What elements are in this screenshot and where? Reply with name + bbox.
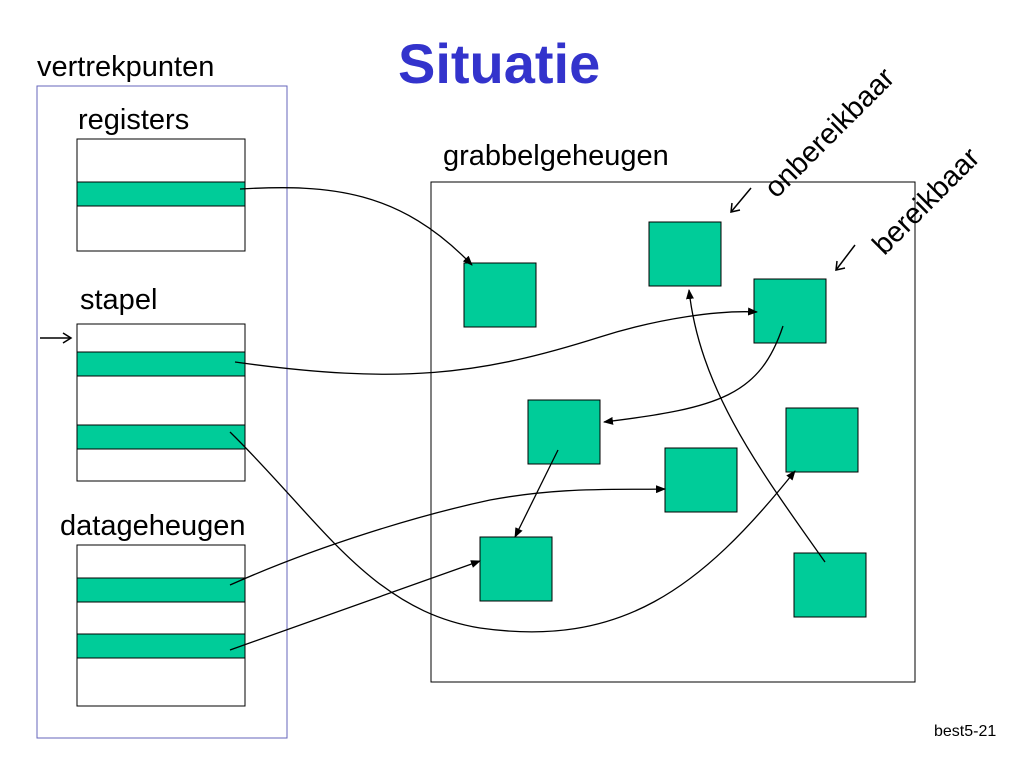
pointer-stack2-to-e bbox=[229, 431, 796, 633]
heap-object-e bbox=[785, 407, 859, 473]
data-slot-1 bbox=[76, 577, 246, 603]
data-memory-box bbox=[76, 544, 246, 707]
heap-object-a bbox=[463, 262, 537, 328]
data-slot-2 bbox=[76, 633, 246, 659]
heap-frame bbox=[430, 181, 916, 683]
roots-frame bbox=[36, 85, 288, 739]
heap-object-b bbox=[648, 221, 722, 287]
page-title: Situatie bbox=[398, 32, 601, 95]
right-arrow-icon bbox=[40, 332, 73, 344]
heap-object-f bbox=[664, 447, 738, 513]
left-down-arrow-icon bbox=[730, 187, 752, 213]
pointer-h-to-b bbox=[686, 289, 826, 563]
registers-box bbox=[76, 138, 246, 252]
slide-number: best5-21 bbox=[934, 723, 997, 740]
roots-label: vertrekpunten bbox=[37, 51, 215, 83]
heap-object-g bbox=[479, 536, 553, 602]
heap-object-d bbox=[527, 399, 601, 465]
stack-box bbox=[76, 323, 246, 482]
pointer-data1-to-f bbox=[229, 485, 666, 586]
registers-label: registers bbox=[78, 104, 190, 136]
pointer-register-to-a bbox=[239, 187, 473, 266]
pointer-stack1-to-c bbox=[234, 307, 758, 375]
stack-slot-1 bbox=[76, 351, 246, 377]
heap-object-c bbox=[753, 278, 827, 344]
stack-slot-2 bbox=[76, 424, 246, 450]
left-down-arrow-icon bbox=[835, 244, 856, 271]
pointer-c-to-d bbox=[603, 325, 784, 425]
register-slot bbox=[76, 181, 246, 207]
data-memory-label: datageheugen bbox=[60, 510, 246, 542]
pointer-data2-to-g bbox=[229, 560, 481, 651]
heap-label: grabbelgeheugen bbox=[443, 140, 669, 172]
stack-label: stapel bbox=[80, 284, 158, 316]
heap-object-h bbox=[793, 552, 867, 618]
